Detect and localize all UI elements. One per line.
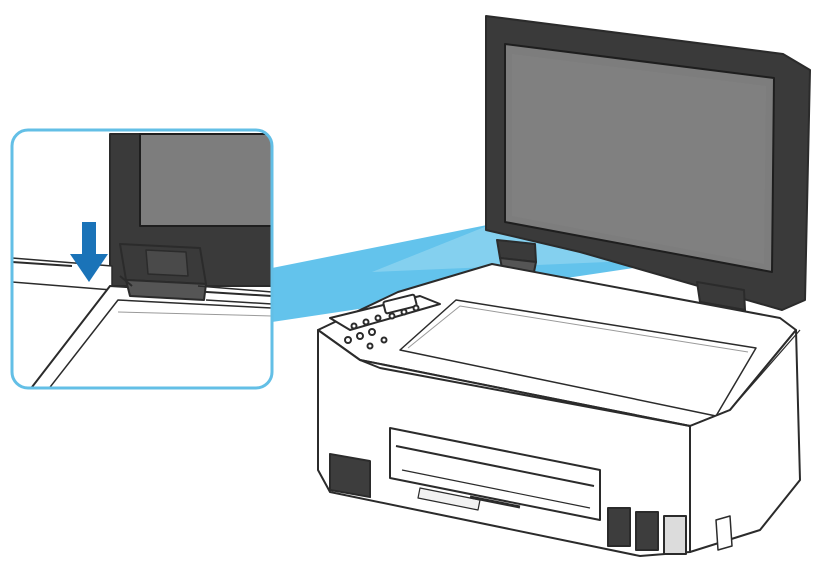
panel-button	[350, 322, 358, 330]
platen-glass	[399, 299, 757, 417]
panel-button	[344, 336, 352, 344]
paper-output-slot	[389, 427, 601, 521]
arrow-down-icon	[70, 222, 108, 282]
panel-button	[400, 308, 408, 316]
hinge-callout	[10, 128, 274, 390]
ink-tank	[635, 511, 659, 551]
ink-window-left	[329, 452, 371, 499]
panel-button	[368, 328, 376, 336]
panel-button	[388, 312, 396, 320]
panel-button	[374, 314, 382, 322]
panel-button	[366, 342, 374, 350]
ink-tanks	[607, 507, 687, 555]
zoomed-hinge	[119, 243, 272, 305]
panel-button	[380, 336, 388, 344]
ink-tank	[607, 507, 631, 547]
panel-button	[412, 304, 420, 312]
panel-button	[356, 332, 364, 340]
panel-button	[362, 318, 370, 326]
document-cover	[485, 15, 811, 311]
printer	[317, 15, 811, 557]
operation-panel	[329, 293, 441, 350]
ink-tank	[663, 515, 687, 555]
